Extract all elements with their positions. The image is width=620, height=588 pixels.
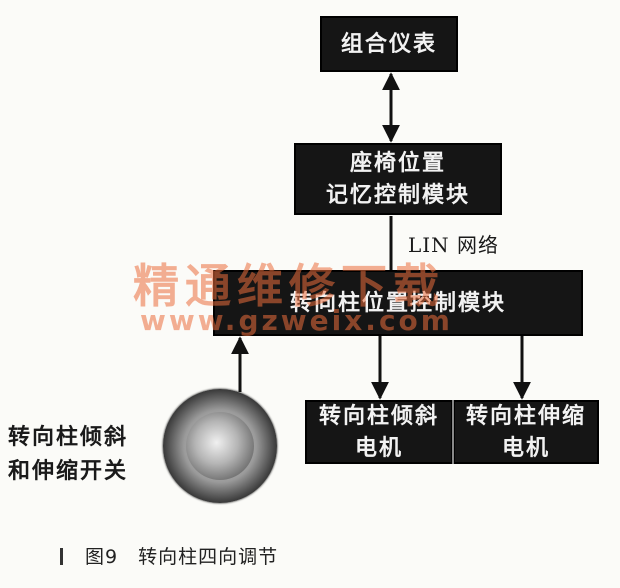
instrument-cluster-label: 组合仪表 [340, 31, 437, 57]
telescope-motor-label-line1: 转向柱伸缩 [465, 403, 586, 429]
seat-memory-label-line2: 记忆控制模块 [325, 182, 470, 208]
tilt-motor-box: 转向柱倾斜 电机 [305, 400, 453, 464]
watermark-text: 精通维修下载 [133, 259, 445, 313]
switch-label: 转向柱倾斜 和伸缩开关 [8, 420, 128, 488]
steering-column-module-box: 转向柱位置控制模块 [213, 270, 583, 336]
motor-divider [452, 400, 454, 464]
tilt-motor-label-line2: 电机 [354, 435, 403, 461]
figure-caption: 图9 转向柱四向调节 [60, 542, 278, 569]
switch-label-line1: 转向柱倾斜 [8, 424, 129, 450]
switch-label-line2: 和伸缩开关 [8, 458, 129, 484]
switch-knob-center [186, 412, 254, 480]
lin-network-label: LIN 网络 [408, 233, 500, 257]
figure-title: 转向柱四向调节 [138, 546, 279, 568]
steering-column-module-label: 转向柱位置控制模块 [289, 290, 506, 316]
instrument-cluster-box: 组合仪表 [320, 16, 458, 72]
figure-number: 图9 [85, 546, 119, 568]
telescope-motor-box: 转向柱伸缩 电机 [453, 400, 599, 464]
seat-memory-module-box: 座椅位置 记忆控制模块 [294, 143, 502, 215]
watermark-url: www.gzweix.com [140, 304, 453, 337]
caption-bar [60, 548, 63, 565]
tilt-motor-label-line1: 转向柱倾斜 [318, 403, 439, 429]
seat-memory-label-line1: 座椅位置 [349, 150, 446, 176]
telescope-motor-label-line2: 电机 [501, 435, 550, 461]
